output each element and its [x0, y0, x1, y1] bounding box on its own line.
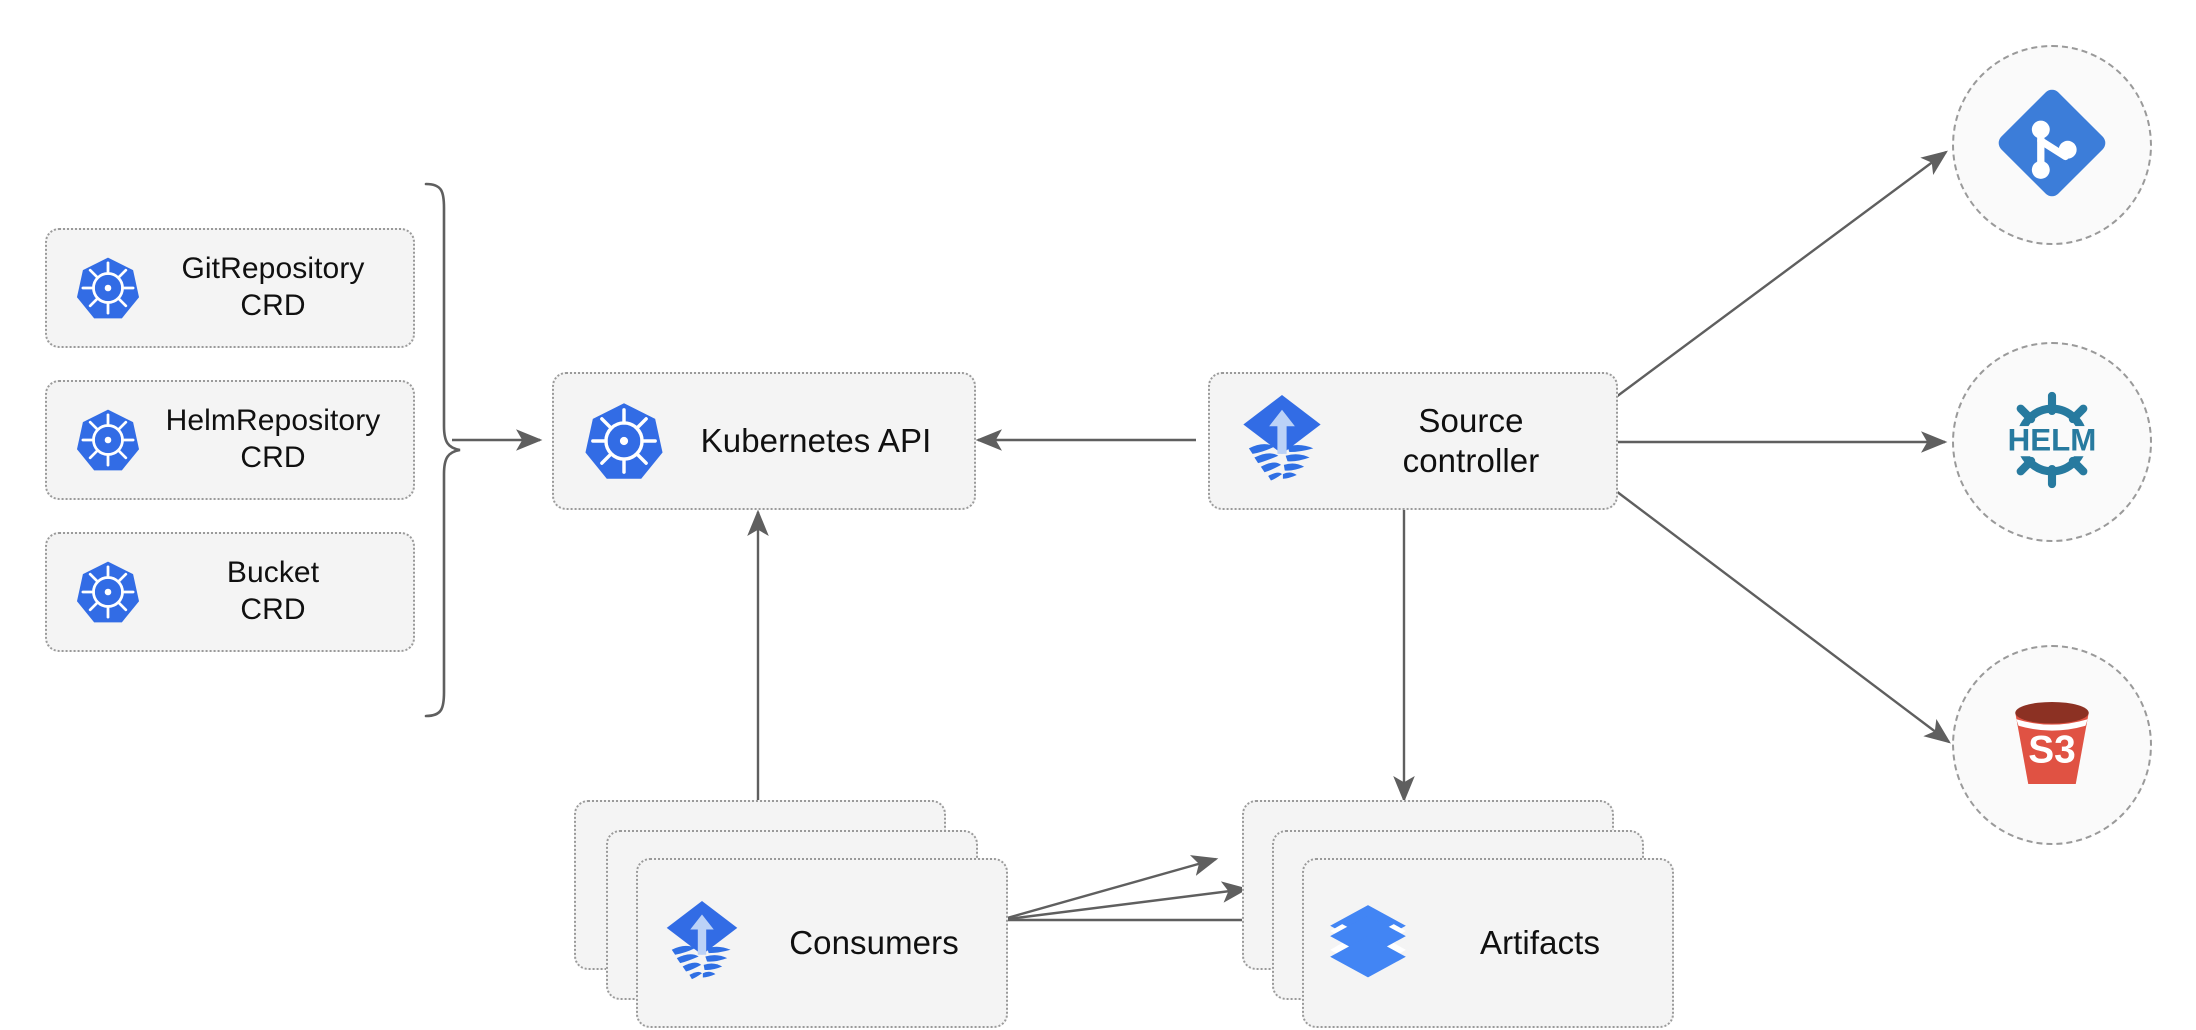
edge-consumers-to-artifacts-2: [999, 881, 1249, 922]
kubernetes-icon: [65, 559, 151, 625]
helm-label: HELM: [2008, 422, 2097, 457]
node-consumers[interactable]: Consumers: [636, 858, 1008, 1028]
crd-card-label: GitRepository CRD: [181, 252, 365, 322]
external-source-helm[interactable]: HELM: [1952, 342, 2152, 542]
layers-icon: [1316, 900, 1420, 986]
s3-label: S3: [2028, 728, 2076, 771]
flux-icon: [1224, 393, 1340, 489]
node-label: Source controller: [1402, 401, 1540, 479]
kubernetes-icon: [65, 255, 151, 321]
node-label: Artifacts: [1479, 923, 1601, 961]
helm-icon: HELM: [1994, 382, 2110, 503]
edge-source-to-s3: [1611, 487, 1951, 744]
crd-card-bucket[interactable]: Bucket CRD: [45, 532, 415, 652]
crd-card-label: Bucket CRD: [226, 556, 320, 626]
node-label: Consumers: [789, 923, 959, 961]
kubernetes-icon: [65, 407, 151, 473]
edge-source-to-git: [1611, 150, 1948, 401]
git-icon: [1996, 87, 2108, 204]
node-label: Kubernetes API: [700, 421, 932, 459]
edge-consumers-to-artifacts-1: [999, 855, 1219, 922]
crd-card-gitrepository[interactable]: GitRepository CRD: [45, 228, 415, 348]
node-artifacts[interactable]: Artifacts: [1302, 858, 1674, 1028]
external-source-s3[interactable]: S3: [1952, 645, 2152, 845]
external-source-git[interactable]: [1952, 45, 2152, 245]
flux-icon: [650, 898, 754, 988]
node-kubernetes-api[interactable]: Kubernetes API: [552, 372, 976, 510]
kubernetes-icon: [572, 400, 676, 482]
node-source-controller[interactable]: Source controller: [1208, 372, 1618, 510]
s3-icon: S3: [1998, 689, 2106, 802]
crd-card-helmrepository[interactable]: HelmRepository CRD: [45, 380, 415, 500]
crd-group-brace: [424, 182, 461, 718]
crd-card-label: HelmRepository CRD: [165, 404, 381, 474]
